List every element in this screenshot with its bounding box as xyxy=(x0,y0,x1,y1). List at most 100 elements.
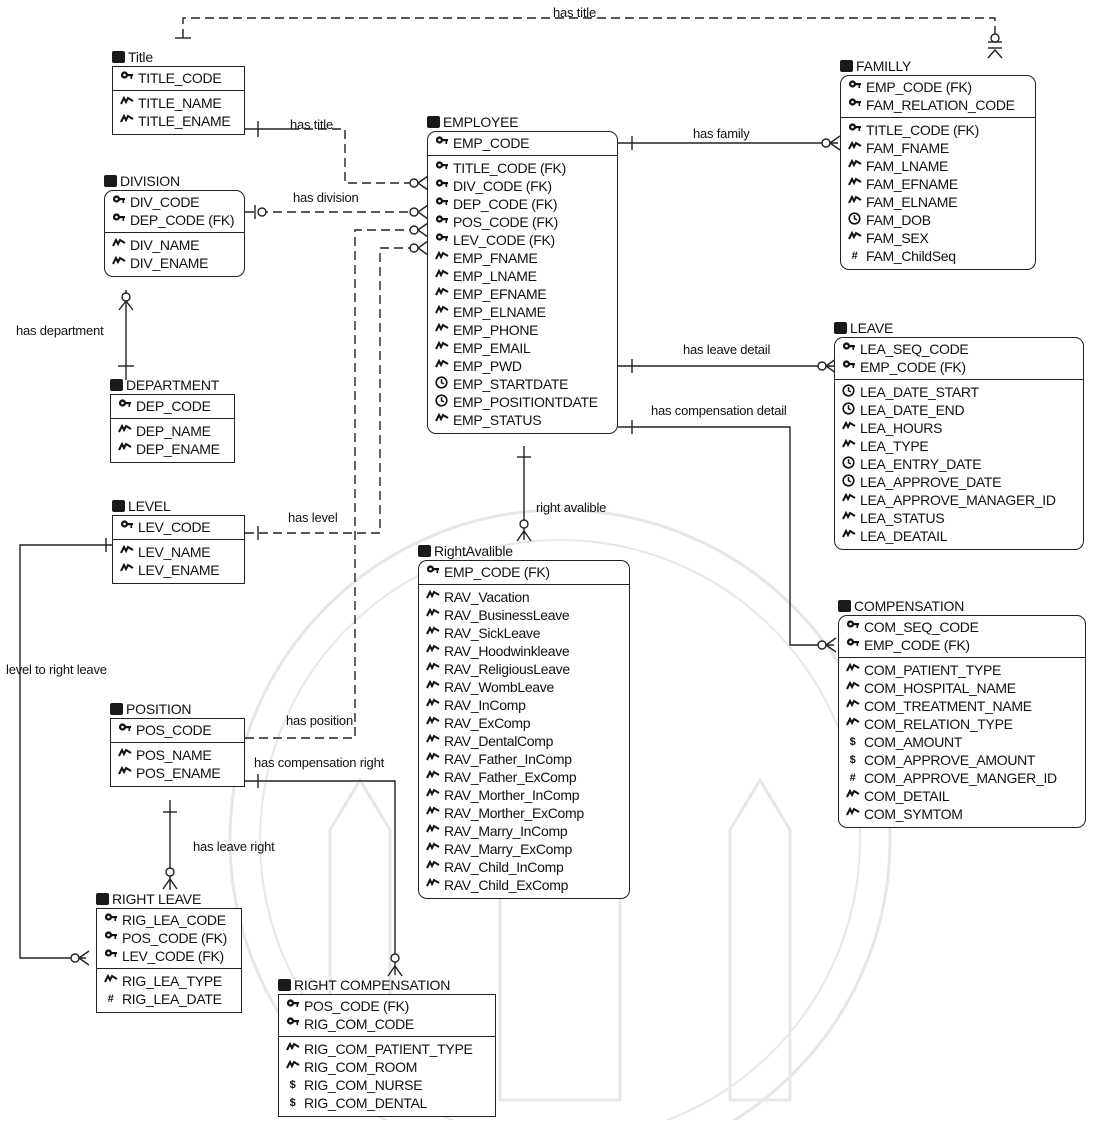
clock-icon xyxy=(434,375,449,393)
entity-name: DEPARTMENT xyxy=(126,377,220,393)
dollar-icon: $ xyxy=(849,736,856,748)
table-icon xyxy=(104,175,117,187)
rel-label-has-department: has department xyxy=(16,323,104,338)
field-name: COM_SEQ_CODE xyxy=(864,619,979,635)
attribute-field: RAV_Morther_ExComp xyxy=(425,804,623,822)
key-section: POS_CODE (FK)RIG_COM_CODE xyxy=(279,995,495,1037)
clock-icon xyxy=(847,211,862,229)
field-name: DEP_CODE (FK) xyxy=(130,212,235,228)
field-name: FAM_EFNAME xyxy=(866,176,958,192)
attribute-icon xyxy=(434,250,449,265)
rel-label-has-level: has level xyxy=(288,510,338,525)
primary-key-field: DEP_CODE xyxy=(117,397,228,415)
field-name: TITLE_CODE (FK) xyxy=(866,122,979,138)
key-icon xyxy=(111,194,126,210)
attribute-icon xyxy=(117,423,132,438)
dollar-icon: $ xyxy=(849,754,856,766)
attribute-icon xyxy=(425,697,440,712)
rel-label-has-compensation-right: has compensation right xyxy=(254,755,385,770)
primary-key-field: RIG_COM_CODE xyxy=(285,1015,489,1033)
field-name: DIV_CODE xyxy=(130,194,200,210)
key-section: LEV_CODE xyxy=(113,516,244,540)
attribute-icon xyxy=(845,662,860,677)
field-name: RIG_COM_ROOM xyxy=(304,1059,418,1075)
key-section: COM_SEQ_CODE EMP_CODE (FK) xyxy=(839,616,1085,658)
table-icon xyxy=(278,979,291,991)
attribute-icon xyxy=(434,286,449,301)
field-name: RAV_DentalComp xyxy=(444,733,554,749)
attribute-field: COM_HOSPITAL_NAME xyxy=(845,679,1079,697)
field-name: RIG_LEA_DATE xyxy=(122,991,222,1007)
key-icon xyxy=(103,912,118,928)
field-name: LEV_CODE (FK) xyxy=(453,232,555,248)
key-section: DIV_CODE DEP_CODE (FK) xyxy=(105,191,244,233)
attribute-icon xyxy=(434,268,449,283)
rel-label-level-to-right-leave: level to right leave xyxy=(6,662,107,677)
attribute-field: #FAM_ChildSeq xyxy=(847,247,1029,265)
field-name: RAV_SickLeave xyxy=(444,625,541,641)
attribute-icon xyxy=(845,680,860,695)
entity-title: DEPARTMENT xyxy=(110,376,235,394)
attribute-icon xyxy=(425,643,440,658)
attribute-icon xyxy=(111,237,126,252)
field-name: RAV_Vacation xyxy=(444,589,530,605)
primary-key-field: LEV_CODE xyxy=(119,518,238,536)
field-name: LEA_DEATAIL xyxy=(860,528,948,544)
field-name: RAV_Child_InComp xyxy=(444,859,564,875)
field-name: EMP_CODE (FK) xyxy=(864,637,970,653)
attribute-field: RAV_WombLeave xyxy=(425,678,623,696)
attribute-icon xyxy=(117,441,132,456)
attribute-icon xyxy=(425,733,440,748)
attribute-field: RAV_Vacation xyxy=(425,588,623,606)
field-name: EMP_FNAME xyxy=(453,250,538,266)
attribute-icon xyxy=(425,751,440,766)
dollar-icon: $ xyxy=(289,1097,296,1109)
attribute-field: FAM_FNAME xyxy=(847,139,1029,157)
primary-key-field: EMP_CODE (FK) xyxy=(847,78,1029,96)
entity-name: DIVISION xyxy=(120,173,180,189)
attribute-icon xyxy=(425,607,440,622)
attribute-icon xyxy=(845,716,860,731)
primary-key-field: RIG_LEA_CODE xyxy=(103,911,235,929)
field-name: FAM_SEX xyxy=(866,230,929,246)
attribute-field: EMP_STATUS xyxy=(434,411,611,429)
key-icon xyxy=(847,122,862,138)
attribute-icon xyxy=(425,589,440,604)
key-icon xyxy=(434,178,449,194)
rel-label-has-division: has division xyxy=(293,190,359,205)
field-name: RAV_Father_ExComp xyxy=(444,769,577,785)
attribute-icon xyxy=(847,176,862,191)
attribute-field: FAM_LNAME xyxy=(847,157,1029,175)
field-name: RIG_LEA_TYPE xyxy=(122,973,222,989)
table-icon xyxy=(96,893,109,905)
attribute-field: COM_PATIENT_TYPE xyxy=(845,661,1079,679)
entity-title: COMPENSATION xyxy=(838,597,1086,615)
table-icon xyxy=(112,500,125,512)
field-name: COM_APPROVE_MANGER_ID xyxy=(864,770,1057,786)
clock-icon xyxy=(841,473,856,491)
primary-key-field: TITLE_CODE xyxy=(119,69,238,87)
primary-key-field: EMP_CODE (FK) xyxy=(845,636,1079,654)
attribute-icon xyxy=(841,420,856,435)
field-name: LEV_ENAME xyxy=(138,562,220,578)
field-name: LEA_STATUS xyxy=(860,510,945,526)
attribute-field: TITLE_ENAME xyxy=(119,112,238,130)
attribute-field: RAV_Child_ExComp xyxy=(425,876,623,894)
attribute-field: LEA_ENTRY_DATE xyxy=(841,455,1077,473)
field-name: EMP_CODE (FK) xyxy=(866,79,972,95)
field-name: EMP_PWD xyxy=(453,358,522,374)
entity-title: RightAvalible xyxy=(418,542,630,560)
entity-title: POSITION xyxy=(110,700,245,718)
key-icon xyxy=(847,97,862,113)
